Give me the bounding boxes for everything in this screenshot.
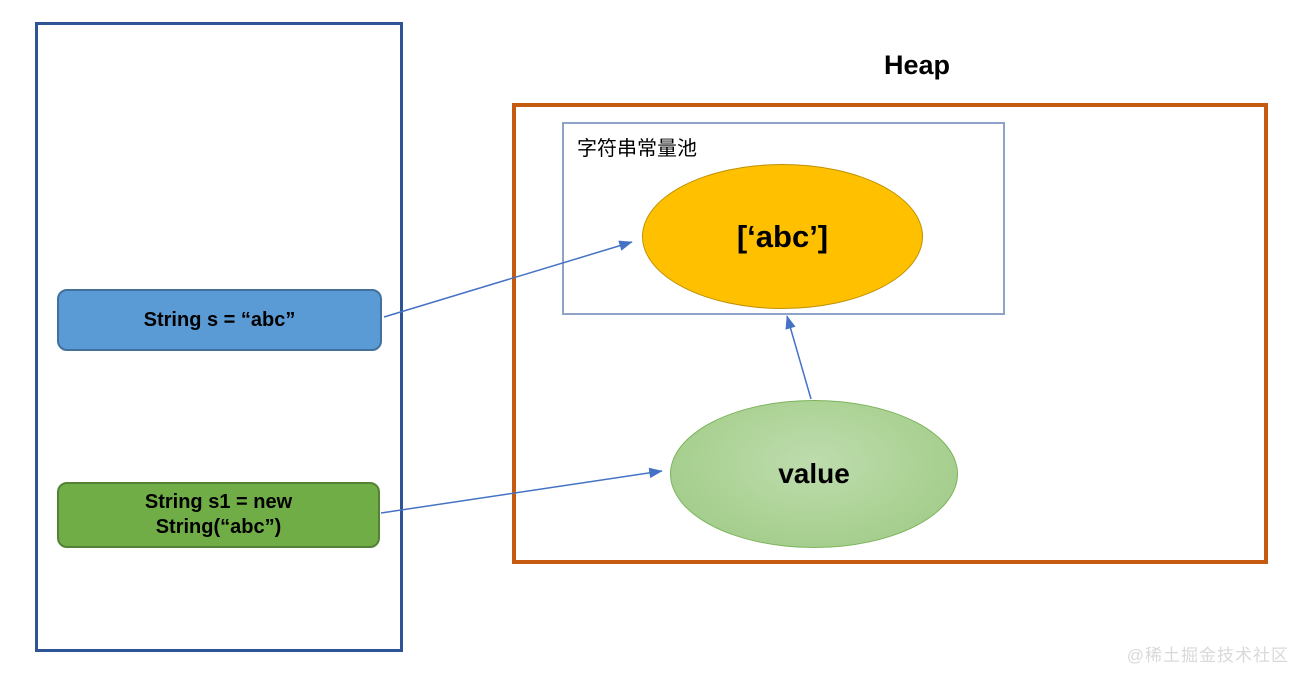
string-s1-label-line2: String(“abc”) (155, 516, 282, 538)
string-s-box: String s = “abc” (57, 289, 382, 351)
string-constant-pool-rect: 字符串常量池 (562, 122, 1005, 315)
string-s1-label-line1: String s1 = new (144, 491, 293, 513)
watermark: @稀土掘金技术社区 (1126, 646, 1289, 665)
string-s-label: String s = “abc” (143, 308, 296, 331)
heap-rect (512, 103, 1268, 564)
string-s1-box: String s1 = new String(“abc”) (57, 482, 380, 548)
value-object-ellipse: value (670, 400, 958, 548)
interned-string-label: [‘abc’] (736, 218, 829, 254)
string-constant-pool-label: 字符串常量池 (577, 138, 697, 160)
value-object-label: value (778, 458, 850, 489)
interned-string-ellipse: [‘abc’] (642, 164, 923, 309)
heap-title: Heap (883, 50, 951, 80)
